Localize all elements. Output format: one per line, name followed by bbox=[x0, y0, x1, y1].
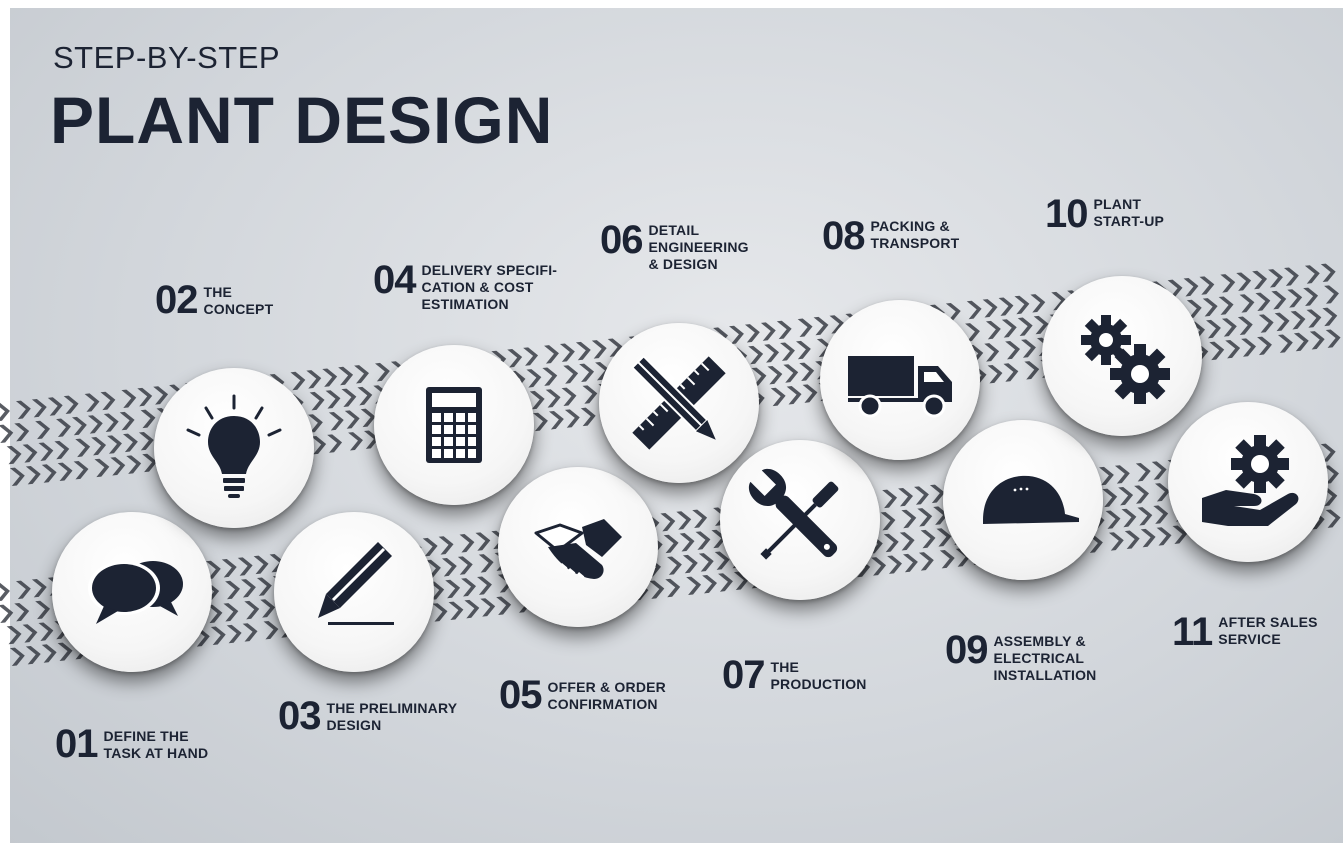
step-10-circle bbox=[1042, 276, 1202, 436]
step-06-number: 06 bbox=[600, 218, 643, 262]
pencil-icon bbox=[318, 542, 394, 625]
step-06-label: 06 DETAIL ENGINEERING & DESIGN bbox=[600, 220, 749, 273]
step-04-number: 04 bbox=[373, 258, 416, 302]
step-02-label: 02 THE CONCEPT bbox=[155, 280, 273, 320]
step-01-label: 01 DEFINE THE TASK AT HAND bbox=[55, 724, 208, 764]
step-10-label: 10 PLANT START-UP bbox=[1045, 194, 1164, 234]
step-01-circle bbox=[52, 512, 212, 672]
step-07-label: 07 THE PRODUCTION bbox=[722, 655, 867, 695]
step-08-number: 08 bbox=[822, 214, 865, 258]
page-title: PLANT DESIGN bbox=[50, 83, 554, 157]
hand-gear-icon bbox=[1202, 435, 1299, 526]
step-10-text: PLANT START-UP bbox=[1093, 196, 1165, 229]
step-02-text: THE CONCEPT bbox=[203, 284, 274, 317]
step-10-number: 10 bbox=[1045, 192, 1088, 236]
step-06-circle bbox=[599, 323, 759, 483]
step-04-circle bbox=[374, 345, 534, 505]
frame-bottom bbox=[0, 843, 1343, 850]
step-04-text: DELIVERY SPECIFI- CATION & COST ESTIMATI… bbox=[421, 262, 558, 312]
calculator-icon bbox=[426, 387, 482, 463]
handshake-icon bbox=[534, 519, 622, 579]
step-03-text: THE PRELIMINARY DESIGN bbox=[326, 700, 458, 733]
step-02-number: 02 bbox=[155, 278, 198, 322]
step-07-text: THE PRODUCTION bbox=[770, 659, 867, 692]
step-11-text: AFTER SALES SERVICE bbox=[1218, 614, 1318, 647]
step-08-label: 08 PACKING & TRANSPORT bbox=[822, 216, 959, 256]
step-05-label: 05 OFFER & ORDER CONFIRMATION bbox=[499, 675, 666, 715]
step-05-number: 05 bbox=[499, 673, 542, 717]
gears-icon bbox=[1081, 315, 1170, 404]
pencil-ruler-icon bbox=[630, 354, 726, 450]
step-09-label: 09 ASSEMBLY & ELECTRICAL INSTALLATION bbox=[945, 630, 1096, 684]
step-08-text: PACKING & TRANSPORT bbox=[870, 218, 960, 251]
step-04-label: 04 DELIVERY SPECIFI- CATION & COST ESTIM… bbox=[373, 260, 557, 313]
hard-hat-icon bbox=[983, 475, 1079, 524]
speech-bubbles-icon bbox=[88, 561, 183, 624]
step-03-label: 03 THE PRELIMINARY DESIGN bbox=[278, 696, 457, 736]
step-09-circle bbox=[943, 420, 1103, 580]
step-08-circle bbox=[820, 300, 980, 460]
step-09-text: ASSEMBLY & ELECTRICAL INSTALLATION bbox=[993, 633, 1097, 683]
frame-left bbox=[0, 0, 10, 850]
step-01-text: DEFINE THE TASK AT HAND bbox=[103, 728, 209, 761]
step-01-number: 01 bbox=[55, 722, 98, 766]
step-11-label: 11 AFTER SALES SERVICE bbox=[1172, 612, 1318, 652]
step-02-circle bbox=[154, 368, 314, 528]
step-11-circle bbox=[1168, 402, 1328, 562]
step-06-text: DETAIL ENGINEERING & DESIGN bbox=[648, 222, 749, 272]
page-subtitle: STEP-BY-STEP bbox=[53, 40, 281, 75]
truck-icon bbox=[848, 356, 952, 418]
lightbulb-icon bbox=[186, 394, 282, 498]
step-07-number: 07 bbox=[722, 653, 765, 697]
step-05-circle bbox=[498, 467, 658, 627]
frame-top bbox=[0, 0, 1343, 8]
wrench-screwdriver-icon bbox=[748, 468, 839, 560]
step-03-number: 03 bbox=[278, 694, 321, 738]
step-03-circle bbox=[274, 512, 434, 672]
step-11-number: 11 bbox=[1172, 610, 1213, 654]
step-07-circle bbox=[720, 440, 880, 600]
step-09-number: 09 bbox=[945, 628, 988, 672]
step-05-text: OFFER & ORDER CONFIRMATION bbox=[547, 679, 666, 712]
